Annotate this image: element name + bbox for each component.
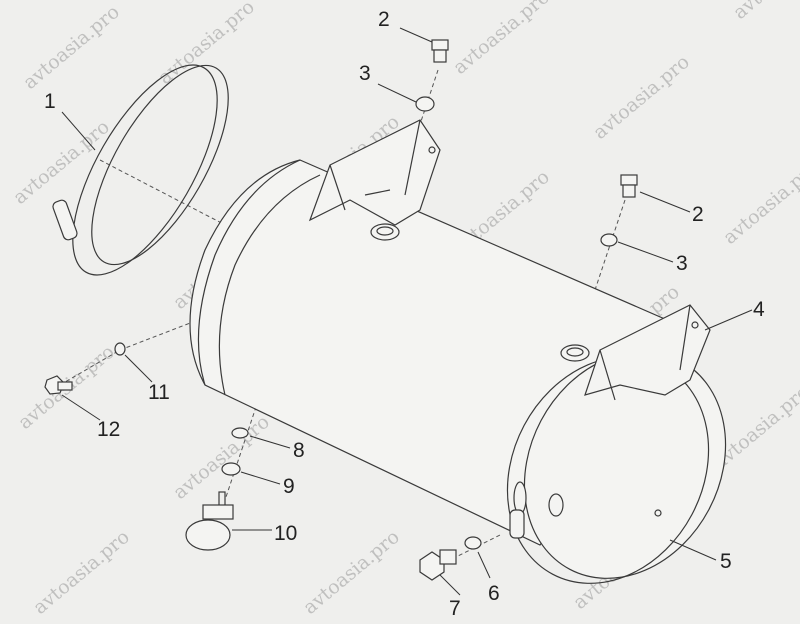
washer-right (600, 233, 618, 247)
callout-9: 9 (283, 475, 295, 498)
watermark: avtoasia.pro (29, 526, 134, 619)
watermark: avtoasia.pro (169, 411, 274, 504)
filler-boss (370, 223, 400, 241)
callout-8: 8 (293, 439, 305, 462)
washer-top (415, 96, 435, 112)
callout-4: 4 (753, 298, 765, 321)
callout-labels: 1 2 3 2 3 4 5 6 7 8 9 10 11 12 (44, 8, 765, 620)
sensor (185, 491, 234, 551)
washer-small (114, 342, 126, 356)
callout-10: 10 (274, 522, 297, 545)
watermark: avtoasia.pro (729, 0, 800, 24)
callout-7: 7 (449, 597, 461, 620)
bracket (308, 119, 711, 401)
leader-lines (61, 27, 753, 596)
side-port (548, 493, 564, 517)
plug-top (431, 39, 449, 63)
tank (189, 159, 727, 584)
washer-sensor-2 (221, 462, 241, 476)
callout-2: 2 (692, 203, 704, 226)
watermark: avtoasia.pro (19, 1, 124, 94)
callout-6: 6 (488, 582, 500, 605)
washer-sensor-1 (231, 427, 249, 439)
parts (44, 39, 638, 581)
callout-11: 11 (148, 381, 170, 404)
washer-drain (464, 536, 482, 550)
watermark: avtoasia.pro (299, 526, 404, 619)
callout-3: 3 (676, 252, 688, 275)
watermark: avtoasia.pro (449, 0, 554, 79)
watermark: avtoasia.pro (719, 156, 800, 249)
callout-3: 3 (359, 62, 371, 85)
watermark: avtoasia.pro (589, 51, 694, 144)
clamp-band (52, 64, 527, 539)
callout-2: 2 (378, 8, 390, 31)
drain-plug (419, 549, 457, 581)
callout-1: 1 (44, 90, 56, 113)
bolt (44, 375, 73, 395)
filler-boss (560, 344, 590, 362)
callout-12: 12 (97, 418, 120, 441)
plug-right (620, 174, 638, 198)
callout-5: 5 (720, 550, 732, 573)
watermark: avtoasia.pro (154, 0, 259, 89)
